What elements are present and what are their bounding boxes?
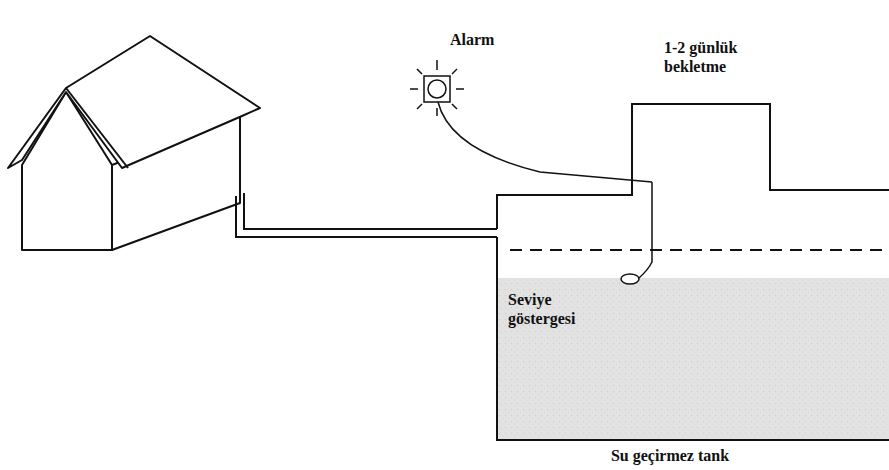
water-level-line	[510, 249, 889, 251]
alarm-wire	[438, 102, 652, 182]
alarm-label: Alarm	[450, 30, 540, 49]
tank-content	[498, 278, 889, 440]
watertight-tank	[497, 104, 889, 440]
tank-label: Su geçirmez tank	[520, 446, 820, 465]
holding-time-label: 1-2 günlük bekletme	[664, 38, 774, 76]
level-indicator-label: Seviye göstergesi	[508, 290, 618, 328]
inlet-pipe	[236, 193, 497, 237]
house	[8, 36, 260, 250]
level-float	[621, 182, 652, 284]
alarm-lamp	[410, 60, 464, 116]
